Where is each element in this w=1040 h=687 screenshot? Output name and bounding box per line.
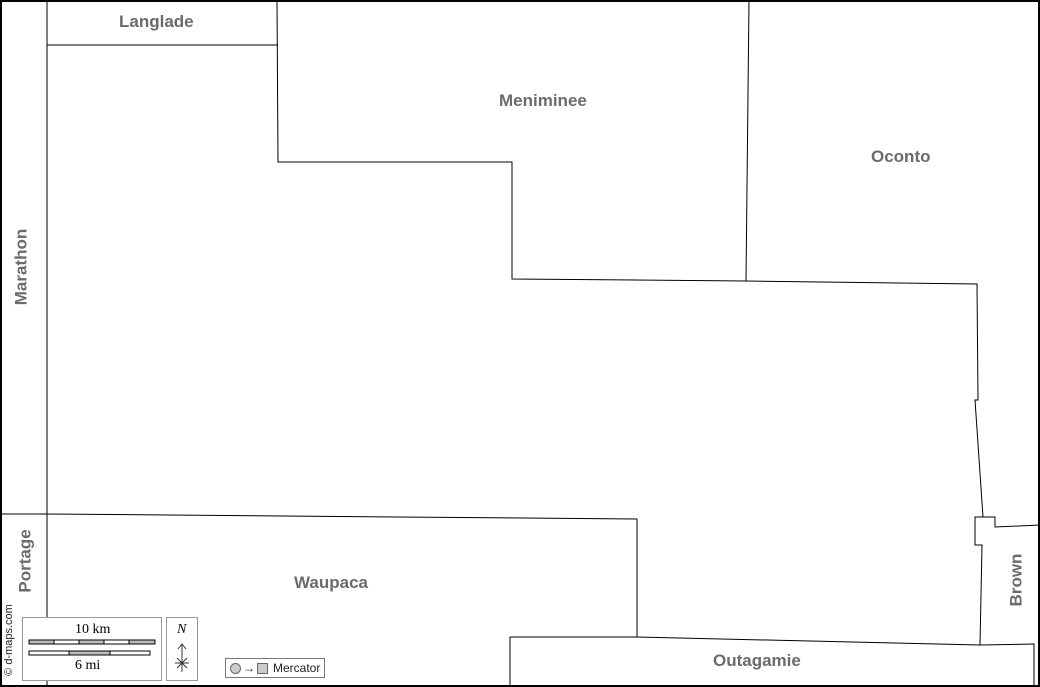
label-marathon: Marathon	[11, 228, 31, 306]
square-icon	[257, 662, 268, 674]
label-portage: Portage	[15, 529, 35, 593]
meniminee-border	[276, 0, 984, 518]
north-label: N	[177, 622, 187, 637]
scale-bar: 10 km 6 mi	[22, 617, 162, 681]
scale-bars	[28, 639, 156, 656]
label-waupaca: Waupaca	[294, 573, 369, 592]
copyright: © d-maps.com	[3, 604, 15, 676]
brown-border-north	[983, 516, 1040, 528]
projection-label: Mercator	[273, 661, 321, 675]
projection-badge: → Mercator	[225, 658, 326, 678]
north-arrow: N	[166, 617, 198, 681]
compass-icon	[175, 643, 189, 672]
scale-km-label: 10 km	[75, 622, 111, 637]
projection-arrow: →	[243, 661, 255, 675]
label-outagamie: Outagamie	[713, 651, 801, 670]
label-brown: Brown	[1006, 553, 1026, 607]
portage-waupaca-border	[0, 513, 638, 637]
brown-border-west	[974, 516, 983, 646]
circle-icon	[230, 662, 241, 674]
label-oconto: Oconto	[871, 147, 931, 166]
oconto-border	[745, 0, 750, 282]
outagamie-border	[509, 636, 1035, 687]
label-langlade: Langlade	[119, 12, 194, 31]
label-meniminee: Meniminee	[499, 91, 587, 110]
scale-mi-label: 6 mi	[75, 658, 101, 673]
